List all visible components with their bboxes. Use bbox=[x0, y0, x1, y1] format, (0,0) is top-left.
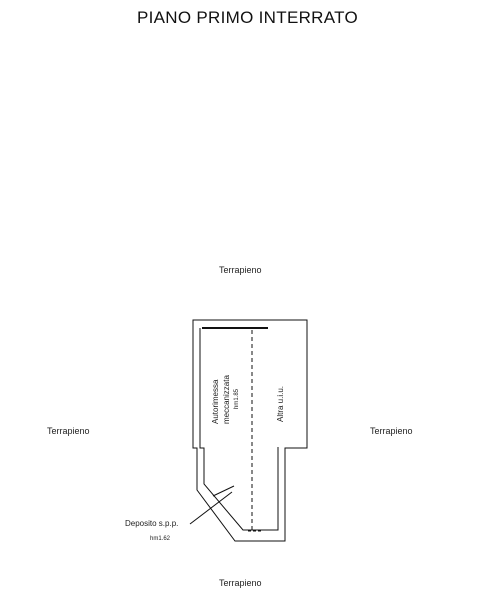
storage-leader bbox=[189, 491, 233, 525]
garage-height-label: hm1.85 bbox=[234, 388, 240, 409]
storage-height-label: hm1.62 bbox=[150, 536, 171, 542]
outer-wall bbox=[192, 319, 308, 542]
label-terrapieno-left: Terrapieno bbox=[47, 426, 90, 436]
plan-outline bbox=[189, 319, 308, 542]
inner-wall bbox=[199, 328, 279, 531]
storage-label: Deposito s.p.p. bbox=[125, 519, 178, 528]
page-title: PIANO PRIMO INTERRATO bbox=[136, 8, 359, 27]
label-terrapieno-bottom: Terrapieno bbox=[219, 578, 262, 588]
garage-label-line1: Autorimessa bbox=[211, 379, 220, 424]
label-terrapieno-top: Terrapieno bbox=[219, 265, 262, 275]
other-unit-label: Altra u.i.u. bbox=[276, 386, 285, 422]
room-labels: Autorimessa meccanizzata hm1.85 Altra u.… bbox=[125, 375, 285, 542]
storage-divider bbox=[212, 485, 235, 497]
garage-label-line2: meccanizzata bbox=[222, 375, 231, 424]
label-terrapieno-right: Terrapieno bbox=[370, 426, 413, 436]
